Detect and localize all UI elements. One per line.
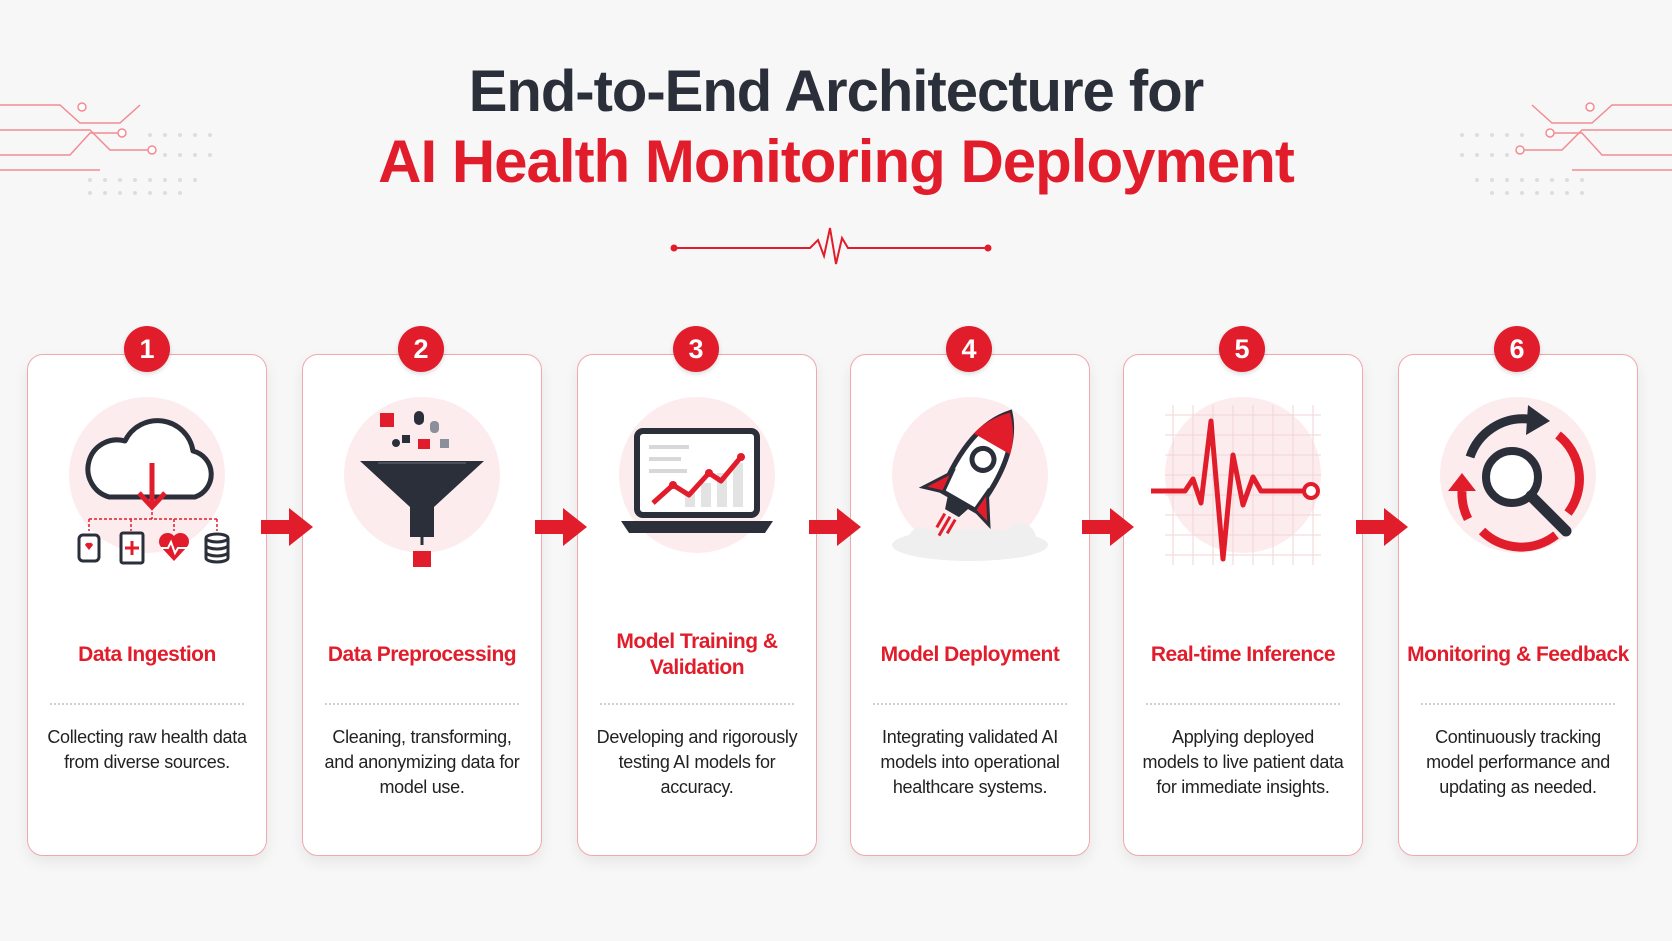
step-card-real-time-inference: Real-time Inference Applying deployed mo… bbox=[1123, 354, 1363, 856]
step-title: Real-time Inference bbox=[1150, 643, 1336, 666]
arrow-right-icon bbox=[261, 508, 313, 546]
step-card-model-training: Model Training & Validation Developing a… bbox=[577, 354, 817, 856]
step-card-monitoring-feedback: Monitoring & Feedback Continuously track… bbox=[1398, 354, 1638, 856]
divider bbox=[1421, 703, 1615, 705]
arrow-right-icon bbox=[535, 508, 587, 546]
cycle-magnifier-icon bbox=[1418, 395, 1618, 585]
arrow-right-icon bbox=[809, 508, 861, 546]
step-description: Integrating validated AI models into ope… bbox=[880, 727, 1060, 797]
step-title: Data Ingestion bbox=[78, 643, 216, 666]
step-card-data-preprocessing: Data Preprocessing Cleaning, transformin… bbox=[302, 354, 542, 856]
step-number-badge: 1 bbox=[124, 326, 170, 372]
step-description: Collecting raw health data from diverse … bbox=[47, 727, 247, 772]
divider bbox=[325, 703, 519, 705]
step-card-model-deployment: Model Deployment Integrating validated A… bbox=[850, 354, 1090, 856]
circuit-decoration-right bbox=[1460, 102, 1672, 195]
step-number-badge: 3 bbox=[673, 326, 719, 372]
step-number-badge: 4 bbox=[946, 326, 992, 372]
step-description: Applying deployed models to live patient… bbox=[1142, 727, 1344, 797]
step-number-badge: 2 bbox=[398, 326, 444, 372]
step-title: Data Preprocessing bbox=[327, 643, 517, 666]
arrow-right-icon bbox=[1082, 508, 1134, 546]
step-description: Developing and rigorously testing AI mod… bbox=[596, 727, 798, 797]
step-title: Model Training & Validation bbox=[616, 630, 778, 679]
step-number-badge: 6 bbox=[1494, 326, 1540, 372]
circuit-decoration-left bbox=[0, 102, 212, 195]
heartbeat-divider-icon bbox=[670, 227, 992, 265]
divider bbox=[1146, 703, 1340, 705]
step-description: Continuously tracking model performance … bbox=[1426, 727, 1610, 797]
step-title: Model Deployment bbox=[880, 643, 1060, 666]
funnel-icon bbox=[322, 395, 522, 585]
step-description: Cleaning, transforming, and anonymizing … bbox=[324, 727, 520, 797]
step-title: Monitoring & Feedback bbox=[1407, 643, 1629, 666]
step-number-badge: 5 bbox=[1219, 326, 1265, 372]
divider bbox=[873, 703, 1067, 705]
rocket-icon bbox=[870, 395, 1070, 585]
divider bbox=[50, 703, 244, 705]
page-title: End-to-End Architecture for bbox=[468, 59, 1205, 124]
step-card-data-ingestion: Data Ingestion Collecting raw health dat… bbox=[27, 354, 267, 856]
divider bbox=[600, 703, 794, 705]
page-subtitle: AI Health Monitoring Deployment bbox=[378, 128, 1295, 195]
laptop-chart-icon bbox=[597, 395, 797, 585]
heartbeat-icon bbox=[1143, 395, 1343, 585]
arrow-right-icon bbox=[1356, 508, 1408, 546]
cloud-download-icon bbox=[47, 395, 247, 585]
